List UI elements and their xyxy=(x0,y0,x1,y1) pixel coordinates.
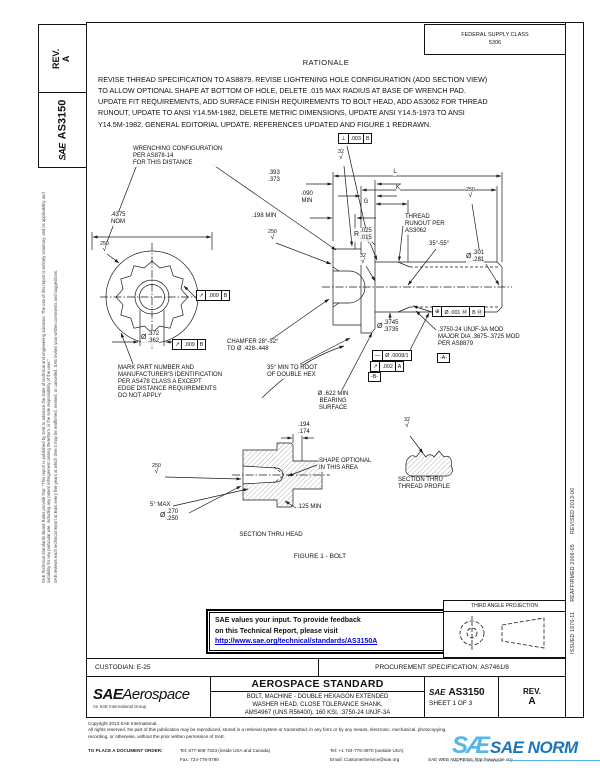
feedback-line1: SAE values your input. To provide feedba… xyxy=(215,617,361,624)
custodian-row: CUSTODIAN: E-25 PROCUREMENT SPECIFICATIO… xyxy=(86,658,566,677)
rationale-text: REVISE THREAD SPECIFICATION TO AS8879. R… xyxy=(98,75,488,129)
sae-norm-watermark: SÆ SAE NORM INTERNATIONAL xyxy=(452,732,600,763)
order-tel1: Tel: 877-606-7323 (inside USA and Canada… xyxy=(180,748,271,753)
feedback-box: SAE values your input. To provide feedba… xyxy=(206,609,457,654)
doc-title-text: BOLT, MACHINE - DOUBLE HEXAGON EXTENDED … xyxy=(244,694,391,716)
logo-sae-text: SAE xyxy=(93,685,123,703)
fsc-label: FEDERAL SUPPLY CLASS xyxy=(461,31,529,38)
document-title-cell: AEROSPACE STANDARD BOLT, MACHINE - DOUBL… xyxy=(211,677,425,717)
watermark-rule xyxy=(507,759,600,761)
figure-caption: FIGURE 1 - BOLT xyxy=(293,553,347,561)
revision-cell: REV. A xyxy=(499,677,565,717)
revision-history-strip xyxy=(565,22,584,718)
rev-value: A xyxy=(528,696,536,707)
procurement-cell: PROCUREMENT SPECIFICATION: AS7461/8 xyxy=(375,664,509,671)
doc-number: AS3150 xyxy=(448,687,485,698)
federal-supply-class-box: FEDERAL SUPPLY CLASS 5306 xyxy=(424,24,566,55)
watermark-monogram: SÆ xyxy=(452,732,490,759)
rev-label: REV. xyxy=(523,687,541,696)
sae-logo-small: SAE xyxy=(57,143,68,161)
review-policy-note: SAE reviews each technical report at lea… xyxy=(53,269,58,583)
title-block: SAEAerospace An SAE International Group … xyxy=(86,676,566,718)
doc-number-cell: SAE AS3150 SHEET 1 OF 3 xyxy=(425,677,499,717)
order-label: TO PLACE A DOCUMENT ORDER: xyxy=(88,748,163,753)
revision-history-text: ISSUED 1976-11 REAFFIRMED 2006-05 REVISE… xyxy=(570,487,576,654)
sidebar-rev-box: REV. A xyxy=(38,24,87,93)
custodian-cell: CUSTODIAN: E-25 xyxy=(87,659,319,676)
logo-aerospace-text: Aerospace xyxy=(122,685,190,703)
feedback-link[interactable]: http://www.sae.org/technical/standards/A… xyxy=(215,638,378,645)
third-angle-projection-icon xyxy=(459,616,545,650)
sidebar-rev-label: REV. A xyxy=(51,48,72,69)
sheet-number: SHEET 1 OF 3 xyxy=(429,700,473,707)
order-tel2: Tel: +1 724-776-4970 (outside USA) xyxy=(330,748,404,753)
copyright-text: Copyright 2013 SAE International. All ri… xyxy=(88,721,447,739)
order-email: Email: CustomerService@sae.org xyxy=(330,757,400,762)
sidebar-doc-number: AS3150 xyxy=(56,99,69,140)
order-fax: Fax: 724-776-0790 xyxy=(180,757,219,762)
watermark-subtitle: INTERNATIONAL xyxy=(452,757,504,763)
sae-aerospace-logo: SAEAerospace An SAE International Group xyxy=(87,677,211,717)
sidebar-doc-number-box: SAE AS3150 xyxy=(38,92,87,168)
tsb-rules-note: SAE Technical Standards Board Rules prov… xyxy=(41,192,52,583)
watermark-text: SAE NORM xyxy=(490,738,578,757)
doc-type-heading: AEROSPACE STANDARD xyxy=(211,677,424,692)
sae-glyph: SAE xyxy=(429,688,446,697)
projection-label: THIRD ANGLE PROJECTION xyxy=(444,601,565,612)
feedback-line2: on this Technical Report, please visit xyxy=(215,627,338,635)
rationale-title: RATIONALE xyxy=(302,58,350,67)
fsc-code: 5306 xyxy=(488,39,502,46)
logo-subtitle: An SAE International Group xyxy=(93,703,147,709)
projection-box: THIRD ANGLE PROJECTION xyxy=(443,600,566,658)
order-web: SAE WEB ADDRESS: http://www.sae.org xyxy=(428,757,513,762)
